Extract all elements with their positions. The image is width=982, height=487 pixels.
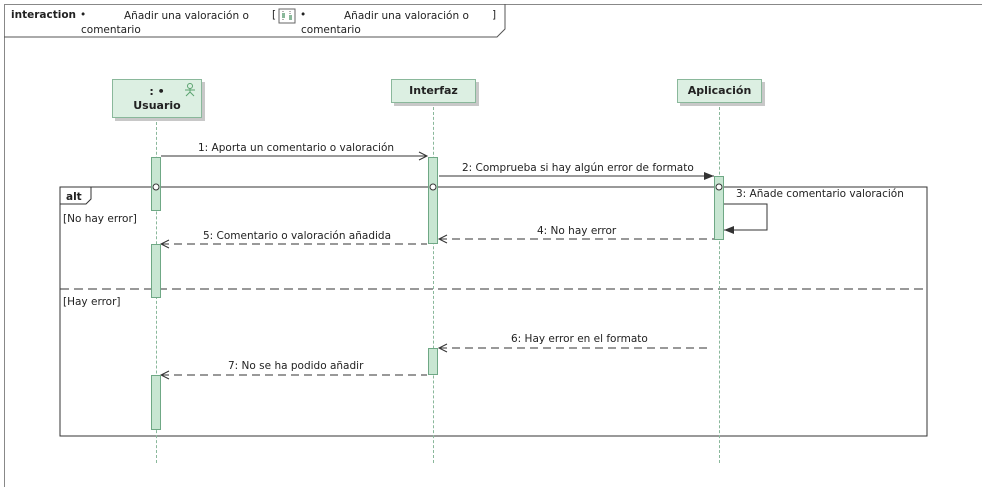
guard-no-hay-error: [No hay error] (63, 213, 137, 225)
lifeline-interfaz-line (433, 102, 434, 463)
fragment-marker-usuario (152, 183, 160, 191)
message-2-label: 2: Comprueba si hay algún error de forma… (462, 162, 694, 174)
lifeline-usuario-name: Usuario (133, 99, 181, 112)
lifeline-usuario-head[interactable]: : • Usuario (112, 79, 202, 118)
frame-left-border (4, 4, 5, 487)
message-6-label: 6: Hay error en el formato (511, 333, 648, 345)
alt-operator-label: alt (66, 191, 82, 203)
header-bracket-close: ] (492, 9, 497, 21)
message-5-arrowhead (159, 239, 170, 249)
alt-fragment-frame (59, 186, 928, 437)
message-4-label: 4: No hay error (537, 225, 617, 237)
lifeline-usuario-prefix: : • (149, 85, 165, 98)
lifeline-aplicacion-line (719, 102, 720, 463)
message-3-arrowhead (724, 226, 734, 234)
header-name-line2: comentario (81, 24, 141, 36)
header-ref-bullet: • (300, 9, 307, 21)
message-6-arrowhead (437, 343, 448, 353)
message-1-arrowhead (418, 151, 429, 161)
sequence-diagram-icon (278, 8, 296, 24)
message-4-arrowhead (437, 234, 448, 244)
alt-label-tab (60, 187, 92, 205)
activation-interfaz-1[interactable] (428, 157, 438, 244)
message-3-label: 3: Añade comentario valoración (736, 188, 904, 200)
header-ref-line1: Añadir una valoración o (344, 10, 469, 22)
fragment-marker-aplicacion (715, 183, 723, 191)
lifeline-interfaz-name: Interfaz (409, 84, 458, 97)
header-bullet: • (80, 9, 87, 21)
lifeline-interfaz-head[interactable]: Interfaz (391, 79, 476, 103)
lifeline-aplicacion-head[interactable]: Aplicación (677, 79, 762, 103)
activation-aplicacion-1[interactable] (714, 176, 724, 240)
guard-hay-error: [Hay error] (63, 296, 121, 308)
activation-usuario-2[interactable] (151, 244, 161, 298)
message-3-line (724, 203, 768, 231)
activation-interfaz-2[interactable] (428, 348, 438, 375)
message-7-arrowhead (159, 370, 170, 380)
frame-top-border (4, 4, 982, 5)
actor-icon (185, 83, 195, 97)
header-keyword: interaction (11, 9, 77, 21)
message-1-label: 1: Aporta un comentario o valoración (198, 142, 395, 154)
fragment-marker-interfaz (429, 183, 437, 191)
activation-usuario-3[interactable] (151, 375, 161, 430)
lifeline-aplicacion-name: Aplicación (687, 84, 752, 97)
header-name-line1: Añadir una valoración o (124, 10, 249, 22)
message-7-label: 7: No se ha podido añadir (228, 360, 364, 372)
header-bracket-open: [ (272, 9, 277, 21)
header-tab-border (4, 4, 506, 38)
message-5-label: 5: Comentario o valoración añadida (203, 230, 392, 242)
message-2-arrowhead (704, 172, 714, 180)
header-ref-line2: comentario (301, 24, 361, 36)
